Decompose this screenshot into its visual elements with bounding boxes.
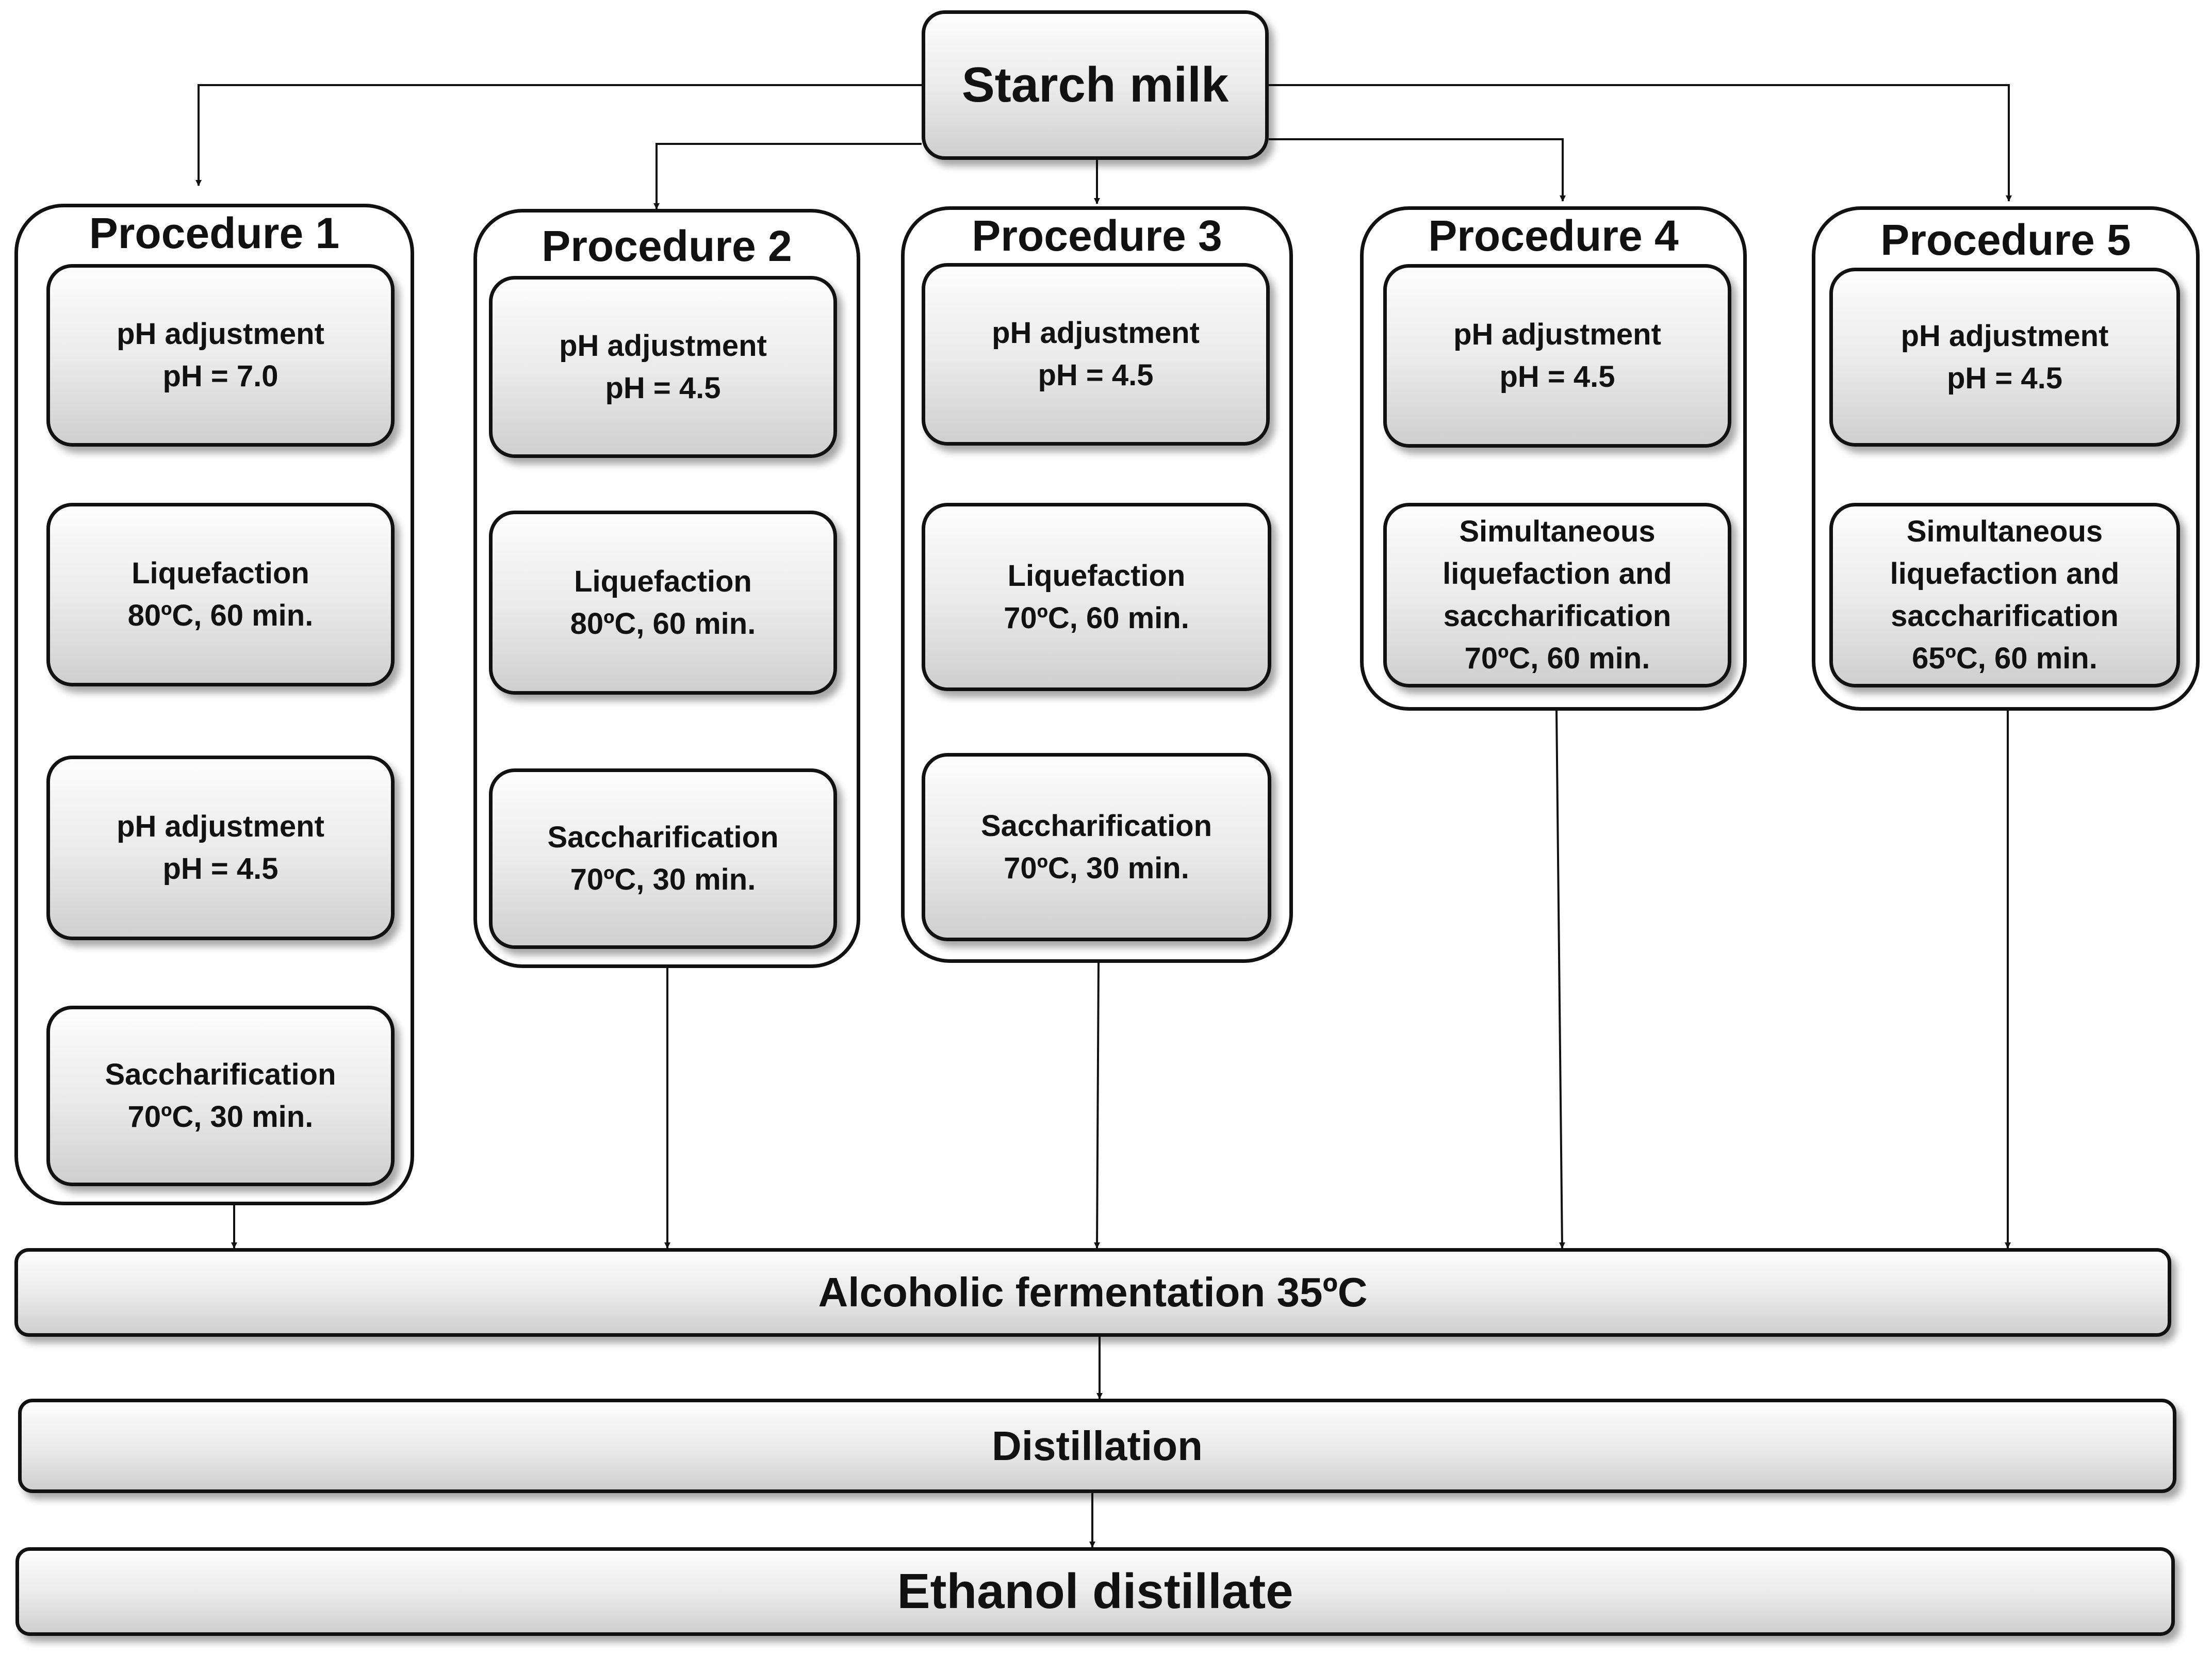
- procedure-4-title: Procedure 4: [1428, 211, 1679, 260]
- p3-step-liquefaction: Liquefaction 70ºC, 60 min.: [922, 503, 1271, 691]
- ethanol-distillate-label: Ethanol distillate: [897, 1564, 1293, 1619]
- step-parameter: pH = 7.0: [162, 359, 278, 393]
- step-label: pH adjustment: [992, 316, 1200, 350]
- arrow-to-procedure-4: [1269, 138, 1566, 202]
- step-label: pH adjustment: [1453, 318, 1661, 351]
- fermentation-label: Alcoholic fermentation 35ºC: [818, 1269, 1368, 1315]
- p5-step-ph-adjustment: pH adjustment pH = 4.5: [1829, 268, 2180, 447]
- step-label: Liquefaction: [1007, 559, 1186, 593]
- p3-step-saccharification: Saccharification 70ºC, 30 min.: [922, 753, 1271, 941]
- procedure-2-title: Procedure 2: [542, 222, 792, 270]
- step-label: Liquefaction: [132, 556, 309, 590]
- step-label: Saccharification: [547, 821, 779, 854]
- step-parameter: 70ºC, 30 min.: [127, 1100, 314, 1134]
- arrow-to-procedure-5: [1269, 84, 2012, 202]
- step-parameter: 70ºC, 30 min.: [1004, 851, 1189, 885]
- step-parameter: 80ºC, 60 min.: [570, 607, 756, 641]
- step-label: Saccharification: [980, 809, 1212, 843]
- step-parameter: 70ºC, 60 min.: [1004, 601, 1189, 635]
- step-label: pH adjustment: [559, 329, 767, 363]
- step-parameter: pH = 4.5: [1038, 358, 1154, 392]
- step-label: pH adjustment: [117, 317, 324, 351]
- step-parameter: pH = 4.5: [162, 852, 278, 886]
- p1-step-saccharification: Saccharification 70ºC, 30 min.: [46, 1006, 395, 1186]
- p4-step-ph-adjustment: pH adjustment pH = 4.5: [1383, 264, 1731, 448]
- starch-milk-box: Starch milk: [922, 10, 1269, 160]
- p5-step-simultaneous-liquefaction-saccharification: Simultaneous liquefaction and saccharifica…: [1829, 503, 2180, 687]
- arrow-to-procedure-2: [653, 143, 922, 209]
- step-label: saccharification: [1443, 599, 1672, 633]
- procedure-5-title: Procedure 5: [1880, 216, 2131, 264]
- p1-step-ph-adjustment-2: pH adjustment pH = 4.5: [46, 756, 395, 940]
- p3-step-ph-adjustment: pH adjustment pH = 4.5: [922, 263, 1270, 446]
- starch-milk-label: Starch milk: [961, 57, 1229, 112]
- step-parameter: pH = 4.5: [1499, 360, 1615, 394]
- step-parameter: 80ºC, 60 min.: [127, 599, 314, 632]
- distillation-bar: Distillation: [18, 1399, 2176, 1493]
- step-label: Liquefaction: [574, 564, 752, 598]
- ethanol-distillate-bar: Ethanol distillate: [15, 1547, 2175, 1636]
- p2-step-saccharification: Saccharification 70ºC, 30 min.: [489, 768, 837, 949]
- p2-step-liquefaction: Liquefaction 80ºC, 60 min.: [489, 511, 837, 695]
- step-parameter: pH = 4.5: [605, 371, 721, 405]
- arrow-p3-to-fermentation: [1094, 962, 1101, 1249]
- step-parameter: pH = 4.5: [1946, 361, 2063, 395]
- step-label: liquefaction and: [1443, 557, 1672, 591]
- procedure-3-title: Procedure 3: [972, 211, 1222, 260]
- step-label: Simultaneous: [1459, 515, 1656, 548]
- p1-step-liquefaction: Liquefaction 80ºC, 60 min.: [46, 503, 395, 686]
- step-label: pH adjustment: [1900, 319, 2109, 353]
- arrow-p4-to-fermentation: [1555, 710, 1565, 1249]
- step-label: Simultaneous: [1906, 515, 2103, 548]
- fermentation-bar: Alcoholic fermentation 35ºC: [14, 1248, 2171, 1337]
- p1-step-ph-adjustment: pH adjustment pH = 7.0: [46, 264, 395, 447]
- step-label: liquefaction and: [1890, 557, 2120, 591]
- distillation-label: Distillation: [992, 1422, 1203, 1469]
- p2-step-ph-adjustment: pH adjustment pH = 4.5: [489, 276, 837, 458]
- step-label: Saccharification: [105, 1058, 336, 1091]
- step-parameter: 70ºC, 30 min.: [570, 863, 756, 896]
- step-parameter: 65ºC, 60 min.: [1912, 642, 2098, 675]
- arrow-to-procedure-1: [195, 84, 922, 186]
- step-parameter: 70ºC, 60 min.: [1464, 642, 1650, 675]
- procedure-1-title: Procedure 1: [89, 209, 340, 257]
- step-label: pH adjustment: [117, 810, 324, 843]
- step-label: saccharification: [1891, 599, 2119, 633]
- p4-step-simultaneous-liquefaction-saccharification: Simultaneous liquefaction and saccharifica…: [1383, 503, 1731, 687]
